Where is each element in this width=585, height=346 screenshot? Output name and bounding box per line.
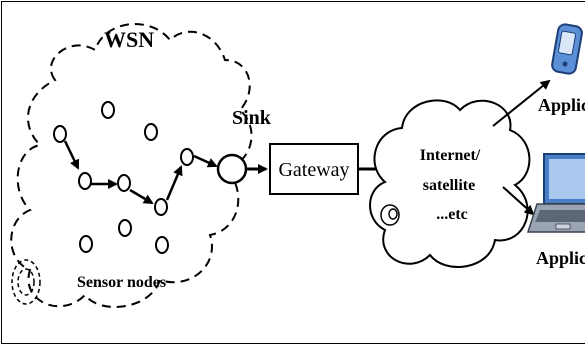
internet-label-line2: satellite — [423, 177, 475, 194]
internet-to-laptop-arrow — [502, 186, 535, 216]
wsn-title: WSN — [104, 27, 154, 52]
application-label-bottom: Applica — [536, 248, 585, 268]
internet-label-line3: ...etc — [436, 206, 468, 223]
sensor-node — [101, 101, 115, 119]
cloud-curl-icon — [380, 204, 400, 226]
hop-arrow — [165, 165, 183, 201]
laptop-icon — [526, 153, 585, 233]
internet-cloud — [369, 99, 531, 268]
sensor-node — [144, 123, 158, 141]
sensor-node — [117, 174, 131, 192]
sensor-nodes-label: Sensor nodes — [77, 274, 166, 291]
swirl-icon — [11, 259, 41, 305]
hop-arrow — [63, 140, 80, 170]
internet-to-phone-arrow — [492, 79, 551, 127]
application-label-top: Applica — [538, 95, 585, 115]
hop-arrow — [193, 154, 218, 168]
sink-node — [216, 153, 248, 185]
hop-arrow — [129, 188, 154, 205]
sensor-node — [53, 125, 67, 143]
sink-label: Sink — [232, 107, 272, 129]
sensor-node — [154, 198, 168, 216]
sensor-node — [79, 235, 93, 253]
wsn-cloud — [10, 23, 253, 308]
sensor-node — [78, 172, 92, 190]
gateway-box — [269, 143, 359, 195]
hop-arrows — [63, 140, 218, 205]
gateway-label: Gateway — [278, 159, 349, 181]
internet-label-line1: Internet/ — [420, 147, 481, 164]
phone-icon — [551, 23, 583, 75]
sensor-node — [118, 219, 132, 237]
sensor-node — [180, 148, 194, 166]
sensor-node — [155, 236, 169, 254]
sensor-nodes — [53, 101, 194, 254]
